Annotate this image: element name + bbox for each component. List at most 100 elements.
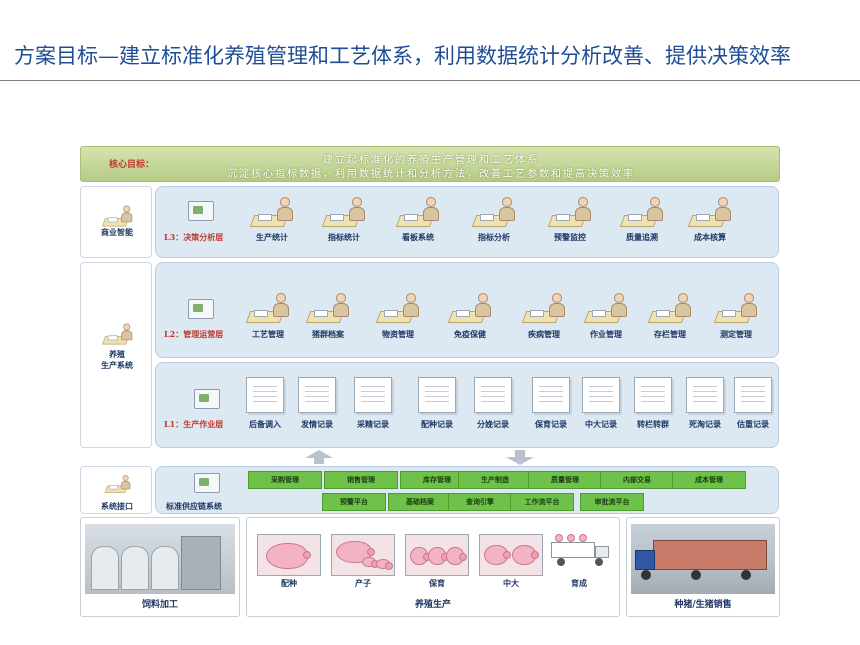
manager-person-icon: [647, 293, 694, 323]
l2-item: 工艺管理: [252, 329, 284, 339]
finishing-truck-image: [551, 534, 613, 576]
statistics-person-icon: [687, 197, 734, 227]
l1-item: 转栏转群: [637, 419, 669, 429]
interface-module: 生产制造: [458, 471, 532, 489]
document-icon: [582, 377, 620, 413]
growing-stage-image: [479, 534, 543, 576]
report-card-icon: [194, 389, 220, 409]
interface-module: 内部交易: [600, 471, 674, 489]
l2-item: 猪群档案: [312, 329, 344, 339]
manager-person-icon: [583, 293, 630, 323]
core-goal-bar: 核心目标： 建立起标准化的养殖生产管理和工艺体系 沉淀核心指标数据，利用数据统计…: [80, 146, 780, 182]
operator-icon: [102, 323, 135, 345]
l2-item: 测定管理: [720, 329, 752, 339]
l3-item: 成本核算: [694, 232, 726, 242]
interface-platform: 查询引擎: [448, 493, 512, 511]
interface-label: 系统接口: [101, 501, 133, 511]
interface-platform: 预警平台: [322, 493, 386, 511]
l1-item: 后备调入: [249, 419, 281, 429]
stage-label: 中大: [503, 578, 519, 588]
interface-person-icon: [104, 475, 132, 493]
production-system-label-2: 生产系统: [101, 360, 133, 370]
document-icon: [474, 377, 512, 413]
interface-module: 成本管理: [672, 471, 746, 489]
report-card-icon: [188, 201, 214, 221]
silo-photo: [85, 524, 235, 594]
arrow-up-icon: [305, 450, 333, 464]
page-title: 方案目标—建立标准化养殖管理和工艺体系，利用数据统计分析改善、提供决策效率: [14, 44, 791, 68]
bi-cell: 商业智能: [80, 186, 152, 258]
breeding-stage-image: [257, 534, 321, 576]
document-icon: [354, 377, 392, 413]
analyst-icon: [102, 205, 135, 227]
statistics-person-icon: [547, 197, 594, 227]
l1-item: 发情记录: [301, 419, 333, 429]
l3-item: 指标统计: [328, 232, 360, 242]
interface-module: 采购管理: [248, 471, 322, 489]
stage-label: 育成: [571, 578, 587, 588]
breeding-production-label: 养殖生产: [414, 600, 451, 610]
statistics-person-icon: [249, 197, 296, 227]
interface-platform: 审批流平台: [580, 493, 644, 511]
l2-item: 物资管理: [382, 329, 414, 339]
manager-person-icon: [245, 293, 292, 323]
stage-label: 保育: [429, 578, 445, 588]
document-icon: [734, 377, 772, 413]
statistics-person-icon: [471, 197, 518, 227]
farrowing-stage-image: [331, 534, 395, 576]
l3-item: 看板系统: [402, 232, 434, 242]
manager-person-icon: [447, 293, 494, 323]
manager-person-icon: [375, 293, 422, 323]
l3-band: L3：决策分析层 生产统计 指标统计 看板系统 指标分析 预警监控 质量追溯 成…: [155, 186, 779, 258]
l1-item: 分娩记录: [477, 419, 509, 429]
bi-label: 商业智能: [101, 227, 133, 237]
production-system-cell: 养殖 生产系统: [80, 262, 152, 448]
interface-band: 标准供应链系统 采购管理 销售管理 库存管理 生产制造 质量管理 内部交易 成本…: [155, 466, 779, 514]
document-icon: [634, 377, 672, 413]
feed-processing-label: 饲料加工: [141, 600, 178, 610]
stage-label: 配种: [281, 578, 297, 588]
l1-item: 死淘记录: [689, 419, 721, 429]
breeding-production-panel: 配种 产子 保育 中大 育成 养殖生产: [246, 517, 620, 617]
l1-band: L1：生产作业层 后备调入 发情记录 采精记录 配种记录 分娩记录 保育记录 中…: [155, 362, 779, 448]
pig-sales-panel: 种猪/生猪销售: [626, 517, 780, 617]
arrow-down-icon: [506, 450, 534, 465]
l3-layer-label: L3：决策分析层: [164, 232, 224, 242]
manager-person-icon: [713, 293, 760, 323]
interface-module: 质量管理: [528, 471, 602, 489]
manager-person-icon: [521, 293, 568, 323]
nursery-stage-image: [405, 534, 469, 576]
document-icon: [686, 377, 724, 413]
l3-item: 指标分析: [478, 232, 510, 242]
l1-item: 采精记录: [357, 419, 389, 429]
l2-item: 疾病管理: [528, 329, 560, 339]
feed-processing-panel: 饲料加工: [80, 517, 240, 617]
interface-system-label: 标准供应链系统: [166, 501, 222, 511]
l1-layer-label: L1：生产作业层: [164, 419, 224, 429]
core-goal-line-1: 建立起标准化的养殖生产管理和工艺体系: [323, 155, 539, 166]
l3-item: 质量追溯: [626, 232, 658, 242]
livestock-truck-photo: [631, 524, 775, 594]
report-card-icon: [194, 473, 220, 493]
interface-platform: 工作流平台: [510, 493, 574, 511]
core-goal-line-2: 沉淀核心指标数据，利用数据统计和分析方法，改善工艺参数和提高决策效率: [227, 169, 635, 180]
interface-module: 库存管理: [400, 471, 474, 489]
l1-item: 估重记录: [737, 419, 769, 429]
manager-person-icon: [305, 293, 352, 323]
statistics-person-icon: [619, 197, 666, 227]
interface-module: 销售管理: [324, 471, 398, 489]
l1-item: 保育记录: [535, 419, 567, 429]
l1-item: 中大记录: [585, 419, 617, 429]
title-divider: [0, 80, 860, 81]
l2-item: 存栏管理: [654, 329, 686, 339]
l2-layer-label: L2：管理运营层: [164, 329, 224, 339]
l2-item: 作业管理: [590, 329, 622, 339]
pig-sales-label: 种猪/生猪销售: [674, 600, 732, 610]
document-icon: [418, 377, 456, 413]
statistics-person-icon: [321, 197, 368, 227]
l2-item: 免疫保健: [454, 329, 486, 339]
statistics-person-icon: [395, 197, 442, 227]
l2-band: L2：管理运营层 工艺管理 猪群档案 物资管理 免疫保健 疾病管理 作业管理 存…: [155, 262, 779, 358]
stage-label: 产子: [355, 578, 371, 588]
l3-item: 预警监控: [554, 232, 586, 242]
